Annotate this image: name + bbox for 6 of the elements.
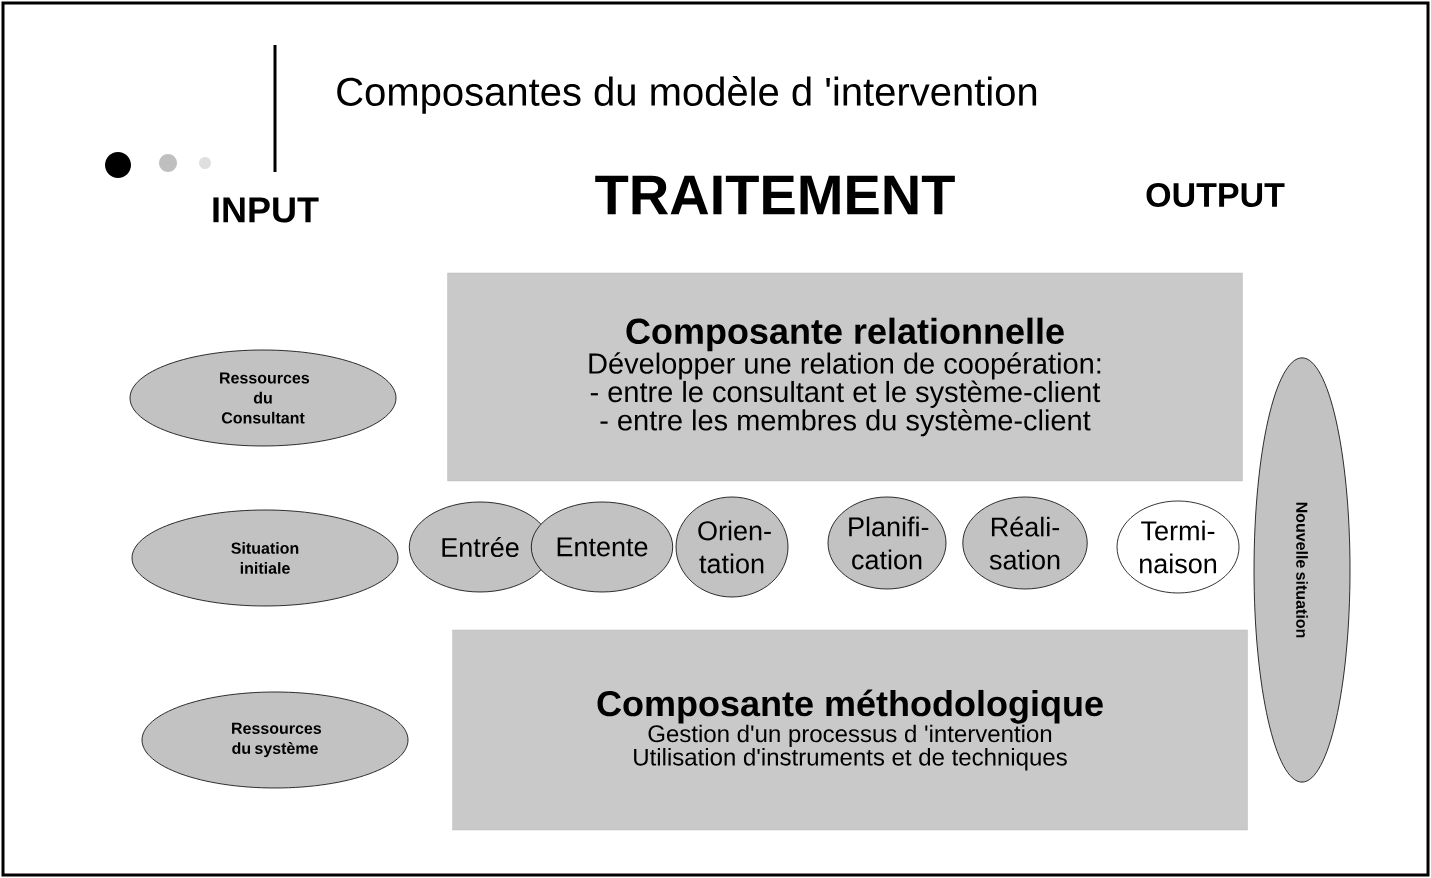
header-label: INPUT — [213, 197, 319, 223]
header-label: TRAITEMENT — [595, 175, 955, 215]
title: Composantes du modèle d 'intervention — [337, 76, 1037, 114]
header-label: OUTPUT — [1146, 182, 1285, 207]
text-box: Composante relationnelle Développer une relation de coopération: - entre le consultant et le système-client - entre les membres du système-client — [447, 272, 1243, 482]
text-box: Composante méthodologique Gestion d'un processus d 'intervention Utilisation d'instruments et de techniques — [452, 629, 1248, 831]
